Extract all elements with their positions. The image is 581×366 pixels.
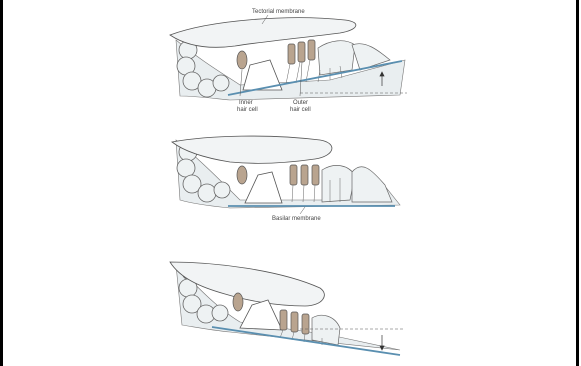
- label-outer-hair-cell-2: hair cell: [290, 107, 311, 113]
- arrow-down-icon: [380, 335, 384, 350]
- inner-hair-cell: [233, 293, 243, 311]
- inner-hair-cell: [237, 51, 247, 69]
- label-tectorial-membrane: Tectorial membrane: [252, 9, 305, 15]
- panel-bottom: [170, 262, 405, 355]
- outer-hair-cells: [290, 165, 319, 185]
- label-inner-hair-cell-2: hair cell: [237, 107, 258, 113]
- label-outer-hair-cell-1: Outer: [293, 100, 308, 106]
- label-basilar-membrane: Basilar membrane: [272, 216, 321, 222]
- label-inner-hair-cell-1: Inner: [239, 100, 253, 106]
- panel-middle: Basilar membrane: [172, 136, 400, 222]
- supporting-cells: [312, 315, 340, 345]
- inner-hair-cell: [237, 166, 247, 184]
- outer-hair-cells: [288, 40, 315, 64]
- supporting-cells: [322, 165, 392, 202]
- panel-top: Tectorial membrane Inner hair cell Outer…: [170, 9, 407, 113]
- tunnel-of-corti: [245, 172, 282, 203]
